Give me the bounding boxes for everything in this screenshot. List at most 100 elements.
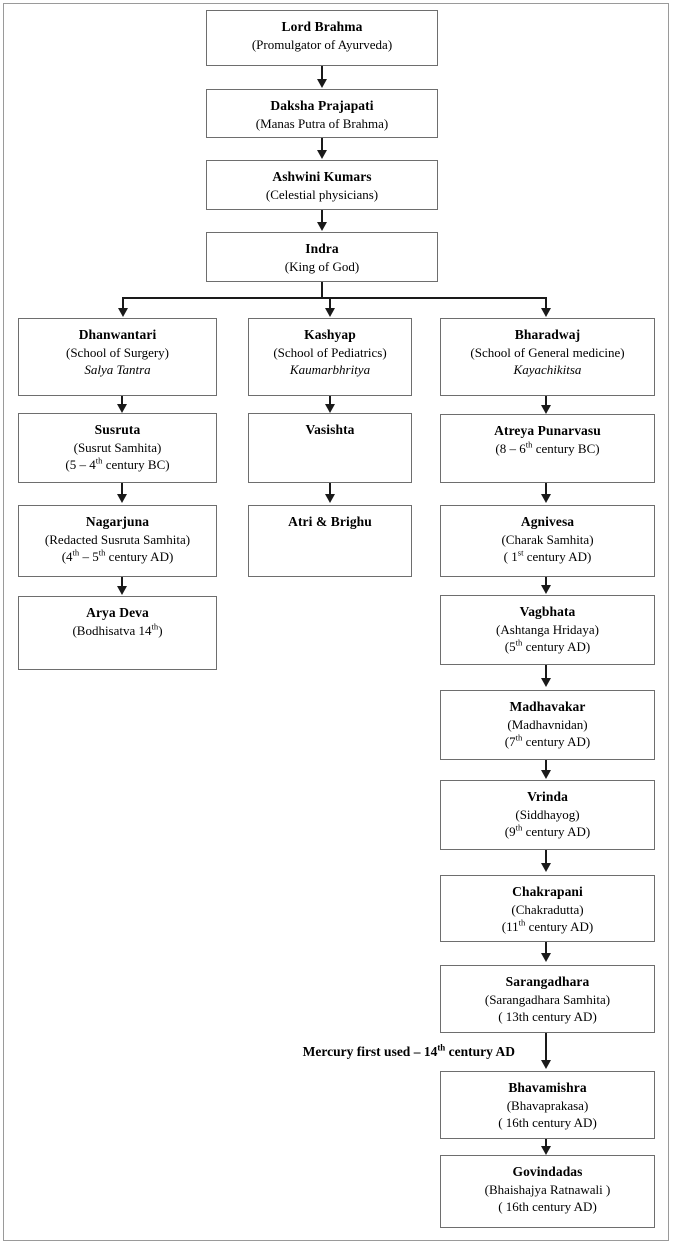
arrowhead-daksha [317,79,327,88]
connector-indra-bus [321,282,323,299]
node-date: (7th century AD) [504,732,591,749]
node-subtitle: (Charak Samhita) [501,531,594,547]
arrowhead-atri-brighu [325,494,335,503]
connector-brahma-daksha [321,66,323,80]
node-sarangadhara[interactable]: Sarangadhara (Sarangadhara Samhita) ( 13… [440,965,655,1033]
node-title: Atreya Punarvasu [494,423,601,438]
node-title: Dhanwantari [78,327,157,342]
connector-atreya-agnivesa [545,483,547,495]
node-lord-brahma[interactable]: Lord Brahma (Promulgator of Ayurveda) [206,10,438,66]
mercury-annotation: Mercury first used – 14th century AD [215,1042,515,1060]
connector-vagbhata-madhavakar [545,665,547,679]
node-subtitle: (King of God) [284,258,360,274]
mercury-annotation-text: Mercury first used – 14 [302,1044,438,1059]
node-subtitle: (Sarangadhara Samhita) [484,991,611,1007]
node-madhavakar[interactable]: Madhavakar (Madhavnidan) (7th century AD… [440,690,655,760]
node-subtitle: (Redacted Susruta Samhita) [44,531,191,547]
node-subtitle: (Ashtanga Hridaya) [496,621,599,637]
node-subtitle: (School of General medicine) [470,344,625,360]
node-vasishta[interactable]: Vasishta [248,413,412,483]
node-subtitle: (Susrut Samhita) [73,439,162,455]
node-title: Ashwini Kumars [272,169,372,184]
node-title: Sarangadhara [505,974,590,989]
node-title: Bhavamishra [508,1080,587,1095]
node-subtitle: (Bhavaprakasa) [506,1097,589,1113]
node-subtitle: (School of Surgery) [65,344,170,360]
node-subtitle: (Madhavnidan) [507,716,588,732]
mercury-annotation-sup: th [437,1042,446,1053]
node-susruta[interactable]: Susruta (Susrut Samhita) (5 – 4th centur… [18,413,217,483]
arrowhead-atreya [541,405,551,414]
mercury-annotation-tail: century AD [445,1044,515,1059]
node-title: Agnivesa [520,514,575,529]
node-nagarjuna[interactable]: Nagarjuna (Redacted Susruta Samhita) (4t… [18,505,217,577]
node-title: Chakrapani [512,884,583,899]
node-title: Susruta [94,422,141,437]
arrowhead-arya-deva [117,586,127,595]
connector-ashwini-indra [321,210,323,223]
node-title: Nagarjuna [85,514,150,529]
node-ashwini-kumars[interactable]: Ashwini Kumars (Celestial physicians) [206,160,438,210]
connector-vasishta-atribrighu [329,483,331,495]
node-title: Vasishta [305,422,355,437]
node-date: (5 – 4th century BC) [65,455,170,472]
arrowhead-ashwini [317,150,327,159]
connector-bharadwaj-atreya [545,396,547,406]
node-bharadwaj[interactable]: Bharadwaj (School of General medicine) K… [440,318,655,396]
arrowhead-dhanwantari [118,308,128,317]
node-date: (5th century AD) [504,637,591,654]
node-arya-deva[interactable]: Arya Deva (Bodhisatva 14th) [18,596,217,670]
node-indra[interactable]: Indra (King of God) [206,232,438,282]
connector-kashyap-vasishta [329,396,331,405]
arrowhead-agnivesa [541,494,551,503]
node-date: (4th – 5th century AD) [61,547,174,564]
node-date: ( 16th century AD) [498,1114,597,1130]
arrowhead-kashyap [325,308,335,317]
connector-bhavamishra-govindadas [545,1139,547,1147]
node-atreya-punarvasu[interactable]: Atreya Punarvasu (8 – 6th century BC) [440,414,655,483]
node-subtitle: (School of Pediatrics) [273,344,387,360]
connector-susruta-nagarjuna [121,483,123,495]
arrowhead-sarangadhara [541,953,551,962]
connector-agnivesa-vagbhata [545,577,547,586]
arrowhead-bharadwaj [541,308,551,317]
arrowhead-vasishta [325,404,335,413]
node-date: (Bodhisatva 14th) [72,621,163,638]
node-govindadas[interactable]: Govindadas (Bhaishajya Ratnawali ) ( 16t… [440,1155,655,1228]
node-date: (11th century AD) [501,917,594,934]
node-chakrapani[interactable]: Chakrapani (Chakradutta) (11th century A… [440,875,655,942]
node-subtitle: (Bhaishajya Ratnawali ) [484,1181,611,1197]
node-title: Atri & Brighu [288,514,372,529]
connector-bus-kashyap [329,297,331,309]
node-title: Vrinda [527,789,568,804]
node-title: Madhavakar [509,699,586,714]
node-subtitle: (Celestial physicians) [265,186,379,202]
node-title: Kashyap [304,327,356,342]
arrowhead-vagbhata [541,585,551,594]
node-atri-and-brighu[interactable]: Atri & Brighu [248,505,412,577]
connector-bus-bharadwaj [545,297,547,309]
node-dhanwantari[interactable]: Dhanwantari (School of Surgery) Salya Ta… [18,318,217,396]
node-date: (9th century AD) [504,822,591,839]
node-kashyap[interactable]: Kashyap (School of Pediatrics) Kaumarbhr… [248,318,412,396]
node-daksha-prajapati[interactable]: Daksha Prajapati (Manas Putra of Brahma) [206,89,438,138]
node-title: Daksha Prajapati [270,98,374,113]
node-subtitle: (Manas Putra of Brahma) [255,115,389,131]
node-date: ( 13th century AD) [498,1008,597,1024]
node-date: ( 1st century AD) [503,547,592,564]
connector-sarangadhara-bhavamishra [545,1033,547,1061]
connector-branch-bus [122,297,547,299]
node-title: Bharadwaj [514,327,581,342]
node-vagbhata[interactable]: Vagbhata (Ashtanga Hridaya) (5th century… [440,595,655,665]
node-sanskrit-term: Kaumarbhritya [289,361,371,377]
node-title: Arya Deva [86,605,149,620]
node-bhavamishra[interactable]: Bhavamishra (Bhavaprakasa) ( 16th centur… [440,1071,655,1139]
node-date: ( 16th century AD) [498,1198,597,1214]
node-agnivesa[interactable]: Agnivesa (Charak Samhita) ( 1st century … [440,505,655,577]
arrowhead-govindadas [541,1146,551,1155]
node-title: Vagbhata [519,604,576,619]
node-vrinda[interactable]: Vrinda (Siddhayog) (9th century AD) [440,780,655,850]
connector-dhanwantari-susruta [121,396,123,405]
connector-nagarjuna-aryadeva [121,577,123,587]
connector-daksha-ashwini [321,138,323,151]
